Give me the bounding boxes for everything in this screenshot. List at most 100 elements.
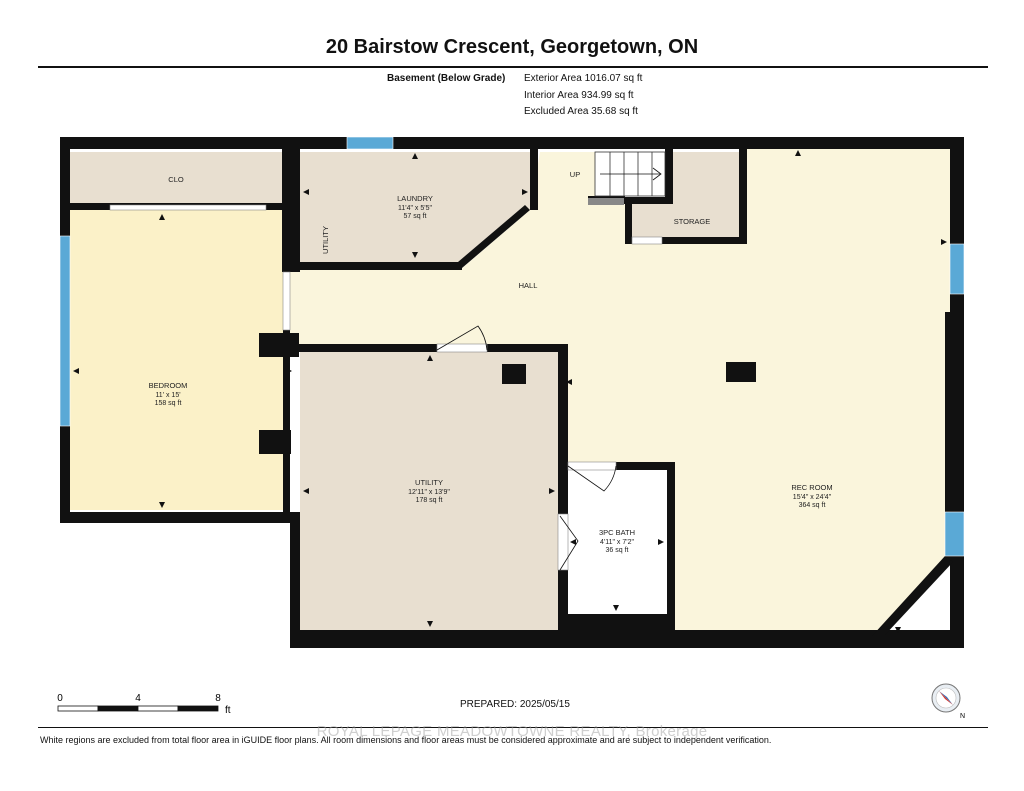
scale-label-8: 8 xyxy=(215,693,221,704)
dimension-ticks xyxy=(73,150,947,633)
swing-utility xyxy=(436,325,488,351)
door-swings xyxy=(436,325,617,571)
tick xyxy=(159,214,165,220)
tick xyxy=(286,368,292,374)
tick xyxy=(303,488,309,494)
tick xyxy=(412,153,418,159)
scale-segment xyxy=(177,705,219,712)
label-rec-name: REC ROOM xyxy=(791,483,832,492)
label-bath-area: 36 sq ft xyxy=(606,547,629,554)
door-utility-bath xyxy=(557,513,569,571)
label-utility-small: UTILITY xyxy=(321,226,330,254)
tick xyxy=(941,239,947,245)
wall-rec-right-inner xyxy=(945,312,953,564)
door-storage xyxy=(631,236,663,245)
stairs xyxy=(594,151,666,197)
compass-icon: N xyxy=(931,683,965,720)
label-laundry-name: LAUNDRY xyxy=(397,194,433,203)
label-bath-dims: 4'11" x 7'2" xyxy=(600,539,634,546)
bedroom-floor xyxy=(70,210,283,510)
interior-area: Interior Area 934.99 sq ft xyxy=(524,90,634,101)
tick xyxy=(549,488,555,494)
tick xyxy=(566,379,572,385)
scale-segment xyxy=(57,705,99,712)
tick xyxy=(658,539,664,545)
wall-bath-bottom xyxy=(558,614,675,636)
label-utility-name: UTILITY xyxy=(415,478,443,487)
wall-laundry-left xyxy=(290,149,300,272)
tick xyxy=(427,621,433,627)
label-rec-dims: 15'4" x 24'4" xyxy=(793,494,832,501)
page-title: 20 Bairstow Crescent, Georgetown, ON xyxy=(325,36,699,58)
window-rec-upper xyxy=(949,243,965,295)
label-rec-area: 364 sq ft xyxy=(799,502,826,509)
door-clo-slider xyxy=(109,204,267,211)
column-rec xyxy=(726,362,756,382)
title-divider xyxy=(38,66,988,68)
wall-bedroom-right-b xyxy=(283,330,290,512)
swing-utility-bath xyxy=(559,515,579,571)
tick xyxy=(303,189,309,195)
window-bedroom xyxy=(59,235,71,427)
excluded-area: Excluded Area 35.68 sq ft xyxy=(524,106,638,117)
label-hall: HALL xyxy=(519,281,538,290)
tick xyxy=(427,355,433,361)
window-laundry xyxy=(346,136,394,150)
prepared-date: PREPARED: 2025/05/15 xyxy=(460,699,570,710)
tick xyxy=(522,189,528,195)
tick xyxy=(159,502,165,508)
label-utility-dims: 12'11" x 13'9" xyxy=(408,489,450,496)
label-storage: STORAGE xyxy=(674,217,711,226)
wall-bedroom-bottom xyxy=(60,512,300,523)
hall-floor xyxy=(290,148,950,630)
wall-bedroom-jog-b xyxy=(259,430,291,454)
door-bedroom xyxy=(282,271,291,331)
doors xyxy=(109,198,663,571)
wall-storage-top xyxy=(625,197,673,204)
wall-bedroom-right-a xyxy=(283,210,290,272)
label-clo: CLO xyxy=(168,175,184,184)
tick xyxy=(570,539,576,545)
tick xyxy=(795,150,801,156)
door-bath-top xyxy=(567,461,617,471)
tick xyxy=(613,605,619,611)
stair-landing xyxy=(588,198,624,205)
tick xyxy=(895,627,901,633)
stair-arrow-head xyxy=(652,167,662,181)
scale-bar: 0 4 8 ft xyxy=(57,693,231,716)
wall-storage-bottom xyxy=(625,237,747,244)
wall-storage-right xyxy=(739,149,747,244)
wall-laundry-right xyxy=(530,149,538,210)
tick xyxy=(412,252,418,258)
compass-n-label: N xyxy=(960,713,965,720)
wall-utility-right-b xyxy=(558,570,568,636)
bath-floor xyxy=(567,470,667,615)
wall-storage-left xyxy=(625,197,632,244)
wall-bottom xyxy=(290,630,964,648)
label-bath-name: 3PC BATH xyxy=(599,528,635,537)
wall-laundry-diag xyxy=(458,205,530,268)
wall-top xyxy=(60,137,964,149)
exterior-area: Exterior Area 1016.07 sq ft xyxy=(524,73,643,84)
scale-label-4: 4 xyxy=(135,693,141,704)
label-bedroom-name: BEDROOM xyxy=(149,381,188,390)
swing-bath xyxy=(567,465,617,492)
wall-utility-top xyxy=(290,344,568,352)
tick xyxy=(73,368,79,374)
wall-rec-diag xyxy=(872,556,953,636)
scale-label-0: 0 xyxy=(57,693,63,704)
scale-unit: ft xyxy=(225,705,231,716)
column-utility xyxy=(502,364,526,384)
utility-floor xyxy=(300,352,558,630)
scale-segment xyxy=(97,705,139,712)
label-laundry-area: 57 sq ft xyxy=(404,213,427,220)
windows xyxy=(59,136,965,557)
level-name: Basement (Below Grade) xyxy=(387,73,506,84)
label-utility-area: 178 sq ft xyxy=(416,497,443,504)
wall-utility-left xyxy=(290,512,300,648)
wall-bath-right xyxy=(667,462,675,636)
scale-segment xyxy=(137,705,179,712)
wall-stair-right xyxy=(665,149,673,200)
wall-laundry-bottom xyxy=(290,262,462,270)
